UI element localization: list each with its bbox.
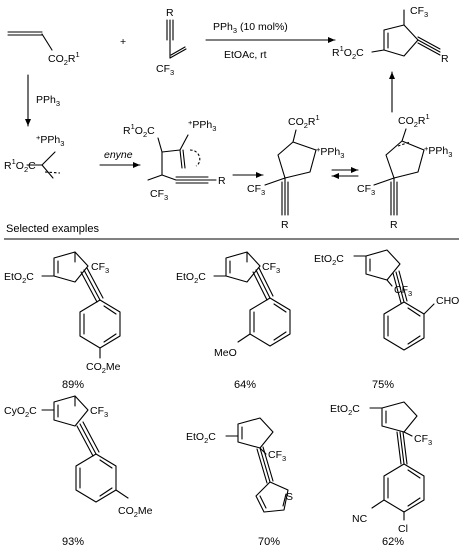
- ex4-ester-label: CyO2C: [4, 405, 37, 419]
- ex4-cf3-label: CF3: [90, 405, 108, 419]
- intermediate-3-structure: CO2R1 +PPh3 CF3 R: [357, 112, 452, 231]
- example-3: CF3 EtO2C CHO 75%: [314, 249, 459, 391]
- ex6-ester-label: EtO2C: [330, 403, 360, 417]
- zwitterion-phosphonium-label: +PPh3: [36, 133, 64, 148]
- ex4-aryl-substituent: CO2Me: [118, 505, 153, 519]
- int1-cf3-label: CF3: [150, 188, 168, 202]
- int2-cf3-label: CF3: [247, 183, 265, 197]
- enyne-r-label: R: [166, 7, 174, 19]
- product-cf3-label: CF3: [410, 5, 428, 19]
- catalyst-label: PPh3 (10 mol%): [213, 21, 288, 35]
- example-6: CF3 EtO2C NC Cl 62%: [330, 401, 432, 548]
- enyne-structure: R CF3: [156, 7, 187, 77]
- ex6-nitrile-label: NC: [352, 513, 368, 525]
- intermediate-1-structure: R1O2C +PPh3 CF3 R: [123, 118, 226, 202]
- ex3-aryl-substituent: CHO: [436, 295, 459, 307]
- enyne-arrow-label: enyne: [104, 149, 133, 161]
- example-4: CF3 CyO2C CO2Me 93%: [4, 395, 153, 548]
- equilibrium-arrows: [331, 167, 359, 179]
- product-r-label: R: [441, 53, 449, 65]
- product-ester-label: R1O2C: [332, 44, 364, 61]
- ex6-yield: 62%: [382, 536, 404, 548]
- int3-ester-label: CO2R1: [398, 112, 430, 129]
- int3-cf3-label: CF3: [357, 183, 375, 197]
- int3-r-label: R: [390, 219, 398, 231]
- int2-phosphonium-label: +PPh3: [316, 145, 344, 160]
- ex2-cf3-label: CF3: [262, 261, 280, 275]
- ex3-yield: 75%: [372, 379, 394, 391]
- example-5: CF3 EtO2C S 70%: [186, 417, 293, 548]
- step1-reagent-label: PPh3: [36, 94, 60, 108]
- example-1: CF3 EtO2C CO2Me 89%: [4, 251, 121, 391]
- enyne-cf3-label: CF3: [156, 63, 174, 77]
- ex2-yield: 64%: [234, 379, 256, 391]
- ex2-aryl-substituent: MeO: [214, 347, 237, 359]
- plus-sign: +: [120, 36, 126, 48]
- intermediate-2-structure: CO2R1 +PPh3 CF3 R: [247, 113, 344, 231]
- reaction-conditions: PPh3 (10 mol%) EtOAc, rt: [205, 21, 336, 61]
- ex1-ester-label: EtO2C: [4, 271, 34, 285]
- example-2: CF3 EtO2C MeO 64%: [176, 251, 291, 391]
- section-title: Selected examples: [6, 223, 99, 235]
- allenoate-structure: CO2R1: [7, 31, 80, 67]
- ex1-aryl-substituent: CO2Me: [86, 361, 121, 375]
- ex5-ester-label: EtO2C: [186, 431, 216, 445]
- ex2-ester-label: EtO2C: [176, 271, 206, 285]
- int3-phosphonium-label: +PPh3: [424, 144, 452, 159]
- ex3-ester-label: EtO2C: [314, 253, 344, 267]
- product-structure: CF3 R R1O2C: [332, 5, 449, 65]
- zwitterion-ester-label: R1O2C: [4, 157, 36, 174]
- int2-ester-label: CO2R1: [288, 113, 320, 130]
- solvent-label: EtOAc, rt: [224, 49, 267, 61]
- ex5-thiophene-sulfur: S: [286, 491, 293, 503]
- ex6-cf3-label: CF3: [414, 433, 432, 447]
- ex4-yield: 93%: [62, 536, 84, 548]
- ex1-cf3-label: CF3: [91, 261, 109, 275]
- int1-r-label: R: [218, 175, 226, 187]
- ex6-halogen-label: Cl: [398, 523, 408, 535]
- ex5-cf3-label: CF3: [268, 449, 286, 463]
- int1-phosphonium-label: +PPh3: [188, 118, 216, 133]
- ex5-yield: 70%: [258, 536, 280, 548]
- allenoate-ester-label: CO2R1: [48, 50, 80, 67]
- zwitterion-structure: +PPh3 R1O2C: [4, 133, 64, 179]
- int2-r-label: R: [281, 219, 289, 231]
- int1-ester-label: R1O2C: [123, 122, 155, 139]
- ex1-yield: 89%: [62, 379, 84, 391]
